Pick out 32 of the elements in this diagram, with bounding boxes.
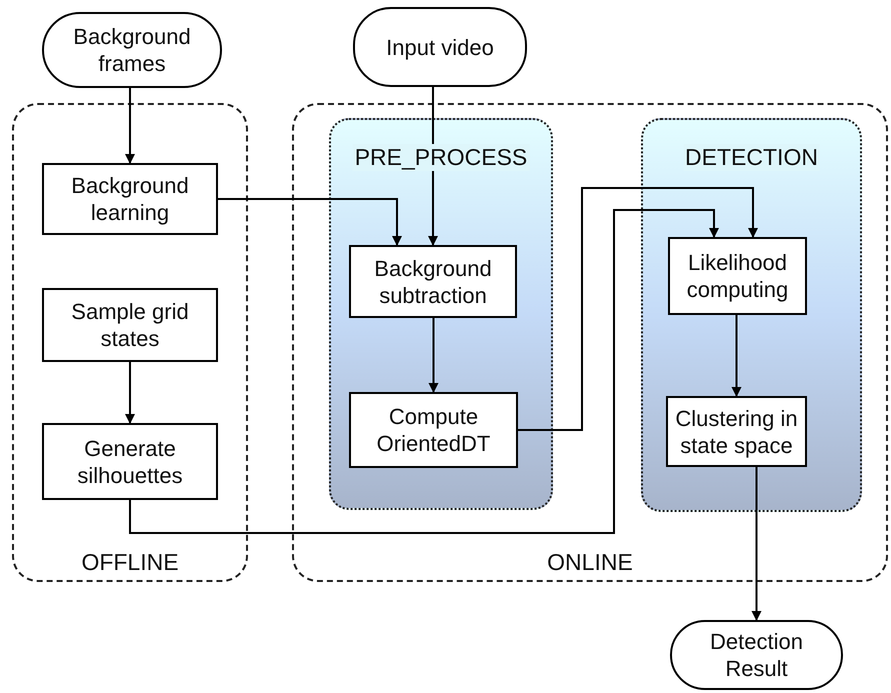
group-label: ONLINE [546, 549, 634, 576]
node-label: Input video [385, 34, 495, 60]
connector-arrow [218, 198, 402, 246]
group-label: PRE_PROCESS [352, 144, 530, 171]
group-frame [12, 103, 248, 582]
connector-arrow [125, 362, 135, 424]
node-label: Background frames [72, 23, 192, 77]
node-label: Compute OrientedDT [376, 403, 492, 457]
connector-arrow [518, 187, 758, 431]
process-box [668, 237, 807, 315]
process-box [42, 288, 218, 362]
group-frame [292, 103, 888, 582]
group-label: OFFLINE [80, 549, 180, 576]
node-label: Detection Result [709, 628, 804, 682]
process-box [42, 423, 218, 500]
node-label: Clustering in state space [674, 404, 799, 458]
process-box [349, 392, 518, 468]
connector-arrow [752, 467, 762, 621]
connector-arrow [125, 88, 135, 164]
process-box [666, 396, 807, 467]
process-box [349, 245, 517, 318]
connector-arrow [732, 315, 742, 397]
connector-arrow [129, 209, 719, 534]
connector-arrow [428, 318, 438, 393]
stage-panel [329, 118, 553, 510]
node-label: Generate silhouettes [76, 434, 184, 488]
node-label: Background subtraction [373, 254, 493, 308]
stage-panel [641, 118, 862, 512]
node-label: Likelihood computing [686, 249, 790, 303]
node-label: Sample grid states [70, 298, 190, 352]
process-box [42, 163, 218, 235]
node-label: Background learning [70, 172, 190, 226]
